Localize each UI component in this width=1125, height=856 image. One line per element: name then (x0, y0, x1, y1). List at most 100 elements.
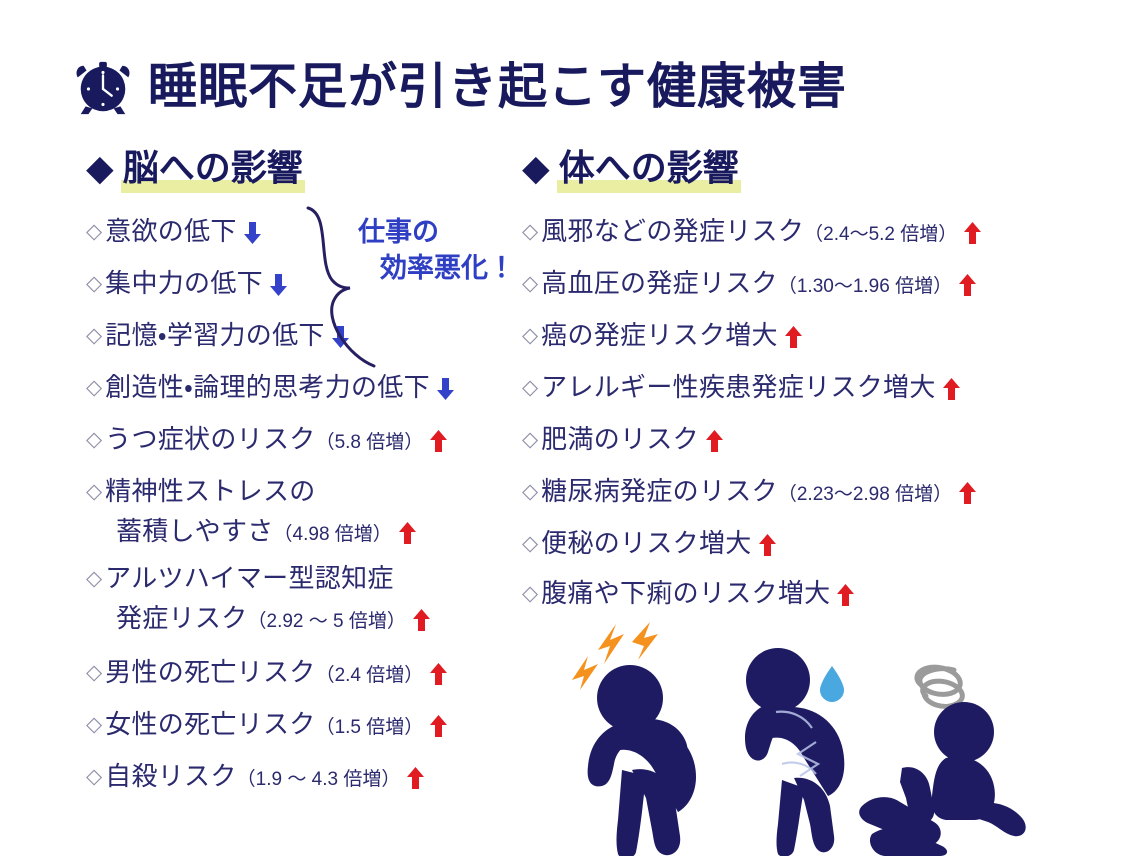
bullet-icon: ◇ (86, 324, 103, 347)
arrow-up-icon (964, 222, 982, 244)
person-dizzy-pictogram (842, 640, 1042, 856)
arrow-up-icon (758, 534, 776, 556)
item-text: 糖尿病発症のリスク (541, 476, 778, 506)
list-item: ◇うつ症状のリスク（5.8 倍増） (86, 424, 448, 454)
item-text-line2-wrap: 蓄積しやすさ（4.98 倍増） (86, 516, 416, 546)
arrow-up-icon (430, 663, 448, 685)
section-heading-body: ◆体への影響 (522, 147, 741, 193)
item-text: 高血圧の発症リスク (541, 268, 778, 298)
section-heading-brain: ◆脳への影響 (86, 147, 305, 193)
item-text: 集中力の低下 (105, 268, 263, 298)
item-multiplier: （2.92 〜 5 倍増） (247, 611, 406, 633)
item-text-line2-wrap: 発症リスク（2.92 〜 5 倍増） (86, 603, 430, 633)
item-multiplier: （2.23〜2.98 倍増） (777, 484, 953, 505)
item-text: 腹痛や下痢のリスク増大 (541, 578, 831, 608)
list-item: ◇腹痛や下痢のリスク増大 (522, 578, 855, 608)
arrow-up-icon (430, 715, 448, 737)
item-text: 風邪などの発症リスク (541, 216, 805, 246)
list-item: ◇男性の死亡リスク（2.4 倍増） (86, 657, 448, 687)
item-text: 女性の死亡リスク (105, 709, 316, 739)
item-text: 自殺リスク (105, 761, 237, 791)
list-item: ◇アルツハイマー型認知症 発症リスク（2.92 〜 5 倍増） (86, 563, 430, 633)
bullet-icon: ◇ (86, 376, 103, 399)
section-heading-body-label: 体への影響 (556, 147, 741, 193)
item-multiplier: （2.4〜5.2 倍増） (804, 224, 958, 245)
bullet-icon: ◇ (522, 480, 539, 503)
item-text: 便秘のリスク増大 (541, 528, 752, 558)
pictogram-group (540, 612, 1060, 856)
arrow-up-icon (407, 767, 425, 789)
list-item: ◇女性の死亡リスク（1.5 倍増） (86, 709, 448, 739)
arrow-up-icon (412, 609, 430, 632)
arrow-up-icon (430, 430, 448, 452)
person-body (587, 665, 697, 856)
bullet-icon: ◇ (522, 428, 539, 451)
bullet-icon: ◇ (522, 376, 539, 399)
bullet-icon: ◇ (522, 324, 539, 347)
bullet-icon: ◇ (86, 220, 103, 243)
annotation-work-efficiency: 仕事の 効率悪化！ (358, 214, 515, 287)
item-text: 意欲の低下 (105, 216, 237, 246)
list-item: ◇創造性・論理的思考力の低下 (86, 372, 454, 402)
list-item: ◇便秘のリスク増大 (522, 528, 776, 558)
item-text: 創造性・論理的思考力の低下 (105, 372, 430, 402)
item-text: アレルギー性疾患発症リスク増大 (541, 372, 936, 402)
arrow-up-icon (942, 378, 960, 400)
bullet-icon: ◇ (522, 220, 539, 243)
item-multiplier: （1.5 倍増） (315, 717, 424, 738)
list-item: ◇意欲の低下 (86, 216, 261, 246)
item-text: うつ症状のリスク (105, 424, 316, 454)
list-item: ◇肥満のリスク (522, 424, 723, 454)
person-nausea-pictogram (720, 638, 870, 856)
diamond-icon: ◆ (86, 147, 114, 188)
item-multiplier: （4.98 倍増） (273, 524, 392, 546)
bullet-icon: ◇ (86, 272, 103, 295)
list-item: ◇記憶・学習力の低下 (86, 320, 349, 350)
item-multiplier: （2.4 倍増） (315, 665, 424, 686)
arrow-up-icon (959, 482, 977, 504)
person-outline-detail (775, 710, 821, 777)
arrow-up-icon (784, 326, 802, 348)
list-item: ◇高血圧の発症リスク（1.30〜1.96 倍増） (522, 268, 977, 298)
person-body (744, 648, 845, 856)
bullet-icon: ◇ (522, 532, 539, 555)
bullet-icon: ◇ (86, 713, 103, 736)
list-item: ◇癌の発症リスク増大 (522, 320, 802, 350)
annotation-line1: 仕事の (358, 217, 439, 247)
item-text: 精神性ストレスの (105, 476, 316, 506)
bullet-icon: ◇ (86, 765, 103, 788)
item-text: 男性の死亡リスク (105, 657, 316, 687)
alarm-clock-icon (72, 56, 134, 118)
item-text-line2: 発症リスク (116, 603, 248, 634)
poster-title-text: 睡眠不足が引き起こす健康被害 (148, 59, 848, 114)
arrow-up-icon (398, 522, 416, 545)
diamond-icon: ◆ (522, 147, 550, 188)
item-text: アルツハイマー型認知症 (105, 563, 394, 593)
list-item: ◇糖尿病発症のリスク（2.23〜2.98 倍増） (522, 476, 977, 506)
person-body (859, 702, 1026, 856)
bullet-icon: ◇ (86, 428, 103, 451)
poster-title: 睡眠不足が引き起こす健康被害 (72, 48, 847, 126)
person-headache-pictogram (558, 620, 733, 856)
bullet-icon: ◇ (522, 272, 539, 295)
arrow-down-icon (331, 326, 349, 348)
lightning-bolt-icon (572, 622, 658, 690)
annotation-line2: 効率悪化！ (380, 253, 515, 284)
item-multiplier: （5.8 倍増） (315, 432, 424, 453)
item-text: 肥満のリスク (541, 424, 699, 454)
arrow-down-icon (243, 222, 261, 244)
list-item: ◇精神性ストレスの 蓄積しやすさ（4.98 倍増） (86, 476, 416, 546)
section-heading-brain-label: 脳への影響 (120, 147, 305, 193)
spiral-icon (914, 664, 965, 709)
bullet-icon: ◇ (86, 567, 103, 590)
list-item: ◇アレルギー性疾患発症リスク増大 (522, 372, 960, 402)
list-item: ◇集中力の低下 (86, 268, 287, 298)
arrow-down-icon (269, 274, 287, 296)
bullet-icon: ◇ (86, 661, 103, 684)
item-text: 記憶・学習力の低下 (105, 320, 325, 350)
item-text-line2: 蓄積しやすさ (116, 516, 274, 547)
list-item: ◇自殺リスク（1.9 〜 4.3 倍増） (86, 761, 425, 791)
arrow-up-icon (959, 274, 977, 296)
item-multiplier: （1.9 〜 4.3 倍増） (236, 769, 401, 790)
